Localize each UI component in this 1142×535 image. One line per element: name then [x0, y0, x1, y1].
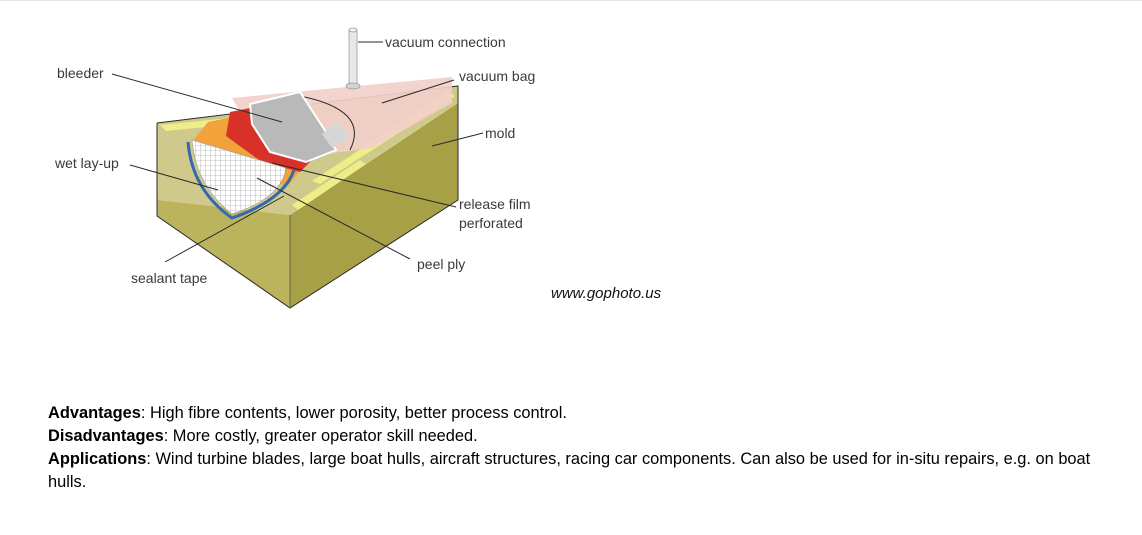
applications-label: Applications	[48, 450, 147, 468]
label-bleeder: bleeder	[57, 65, 104, 81]
disadvantages-label: Disadvantages	[48, 427, 164, 445]
label-vacuum-connection: vacuum connection	[385, 34, 506, 50]
top-ruler	[0, 0, 1142, 1]
mold-right-face	[290, 103, 458, 308]
applications-line: Applications: Wind turbine blades, large…	[48, 448, 1118, 494]
label-sealant-tape: sealant tape	[131, 270, 207, 286]
tape-strip-left	[292, 160, 366, 210]
label-vacuum-bag: vacuum bag	[459, 68, 535, 84]
applications-text: : Wind turbine blades, large boat hulls,…	[48, 450, 1091, 491]
advantages-text: : High fibre contents, lower porosity, b…	[140, 404, 567, 422]
advantages-label: Advantages	[48, 404, 141, 422]
label-release-film-perforated: perforated	[459, 215, 523, 231]
vacuum-connection-tube	[348, 29, 358, 87]
advantages-line: Advantages: High fibre contents, lower p…	[48, 402, 1118, 425]
image-credit: www.gophoto.us	[551, 285, 662, 302]
label-peel-ply: peel ply	[417, 256, 465, 272]
vacuum-bagging-diagram: vacuum connection vacuum bag bleeder mol…	[54, 27, 535, 309]
bleeder-shape	[248, 90, 338, 164]
mold-front-face	[157, 123, 290, 308]
wet-layup-shape	[191, 139, 287, 215]
disadvantages-line: Disadvantages: More costly, greater oper…	[48, 425, 1118, 448]
disadvantages-text: : More costly, greater operator skill ne…	[163, 427, 478, 445]
sealant-tape-edge	[186, 141, 296, 220]
info-text-block: Advantages: High fibre contents, lower p…	[48, 402, 1118, 494]
label-wet-layup: wet lay-up	[54, 155, 119, 171]
label-mold: mold	[485, 125, 515, 141]
label-release-film: release film	[459, 196, 531, 212]
